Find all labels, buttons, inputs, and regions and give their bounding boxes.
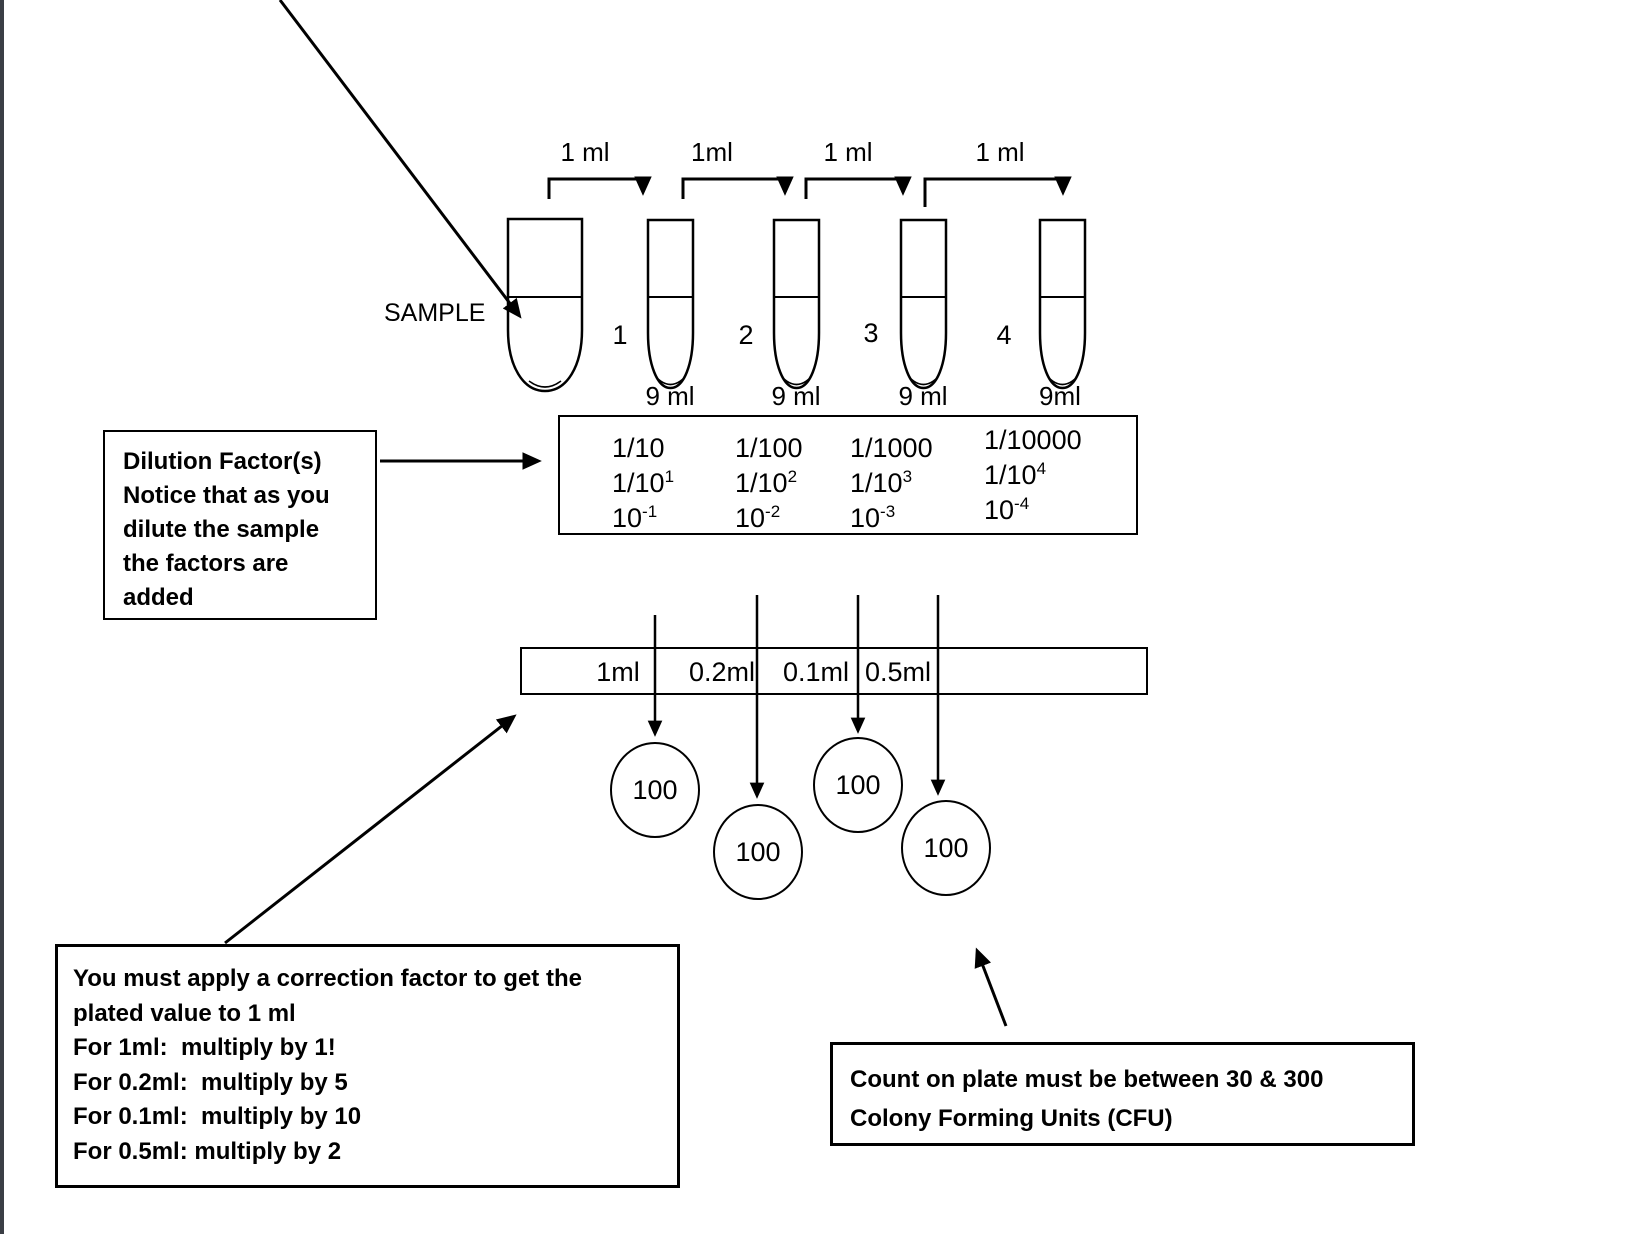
tube-4 [1038,218,1087,390]
transfer-arrow-3 [804,176,912,199]
plating-volume-3: 0.1ml [782,657,850,687]
correction-note-arrow [224,714,517,945]
plate-count: 100 [735,836,781,867]
dilution-power: 1/102 [735,467,798,498]
tube-volume-4: 9ml [1039,381,1081,411]
sample-label: SAMPLE [384,299,486,327]
transfer-arrow-1 [547,176,652,199]
tube-number-2: 2 [738,320,754,350]
dilution-fraction: 1/100 [735,433,803,463]
transfer-label-1: 1 ml [560,137,610,167]
transfer-label-4: 1 ml [975,137,1025,167]
plating-volume-box [520,647,1148,695]
dilution-scientific: 10-4 [984,494,1030,525]
dilution-note-box: Dilution Factor(s) Notice that as you di… [103,430,377,620]
dilution-fraction: 1/10 [612,433,665,463]
plate-3: 100 [813,737,903,833]
plating-volume-1: 1ml [596,657,640,687]
plate-1: 100 [610,742,700,838]
tube-3 [899,218,948,390]
plating-volume-2: 0.2ml [688,657,756,687]
page-edge-bar [0,0,4,1234]
dilution-fraction: 1/1000 [850,433,933,463]
dilution-scientific: 10-1 [612,502,658,533]
transfer-label-2: 1ml [691,137,733,167]
cfu-note-box: Count on plate must be between 30 & 300 … [830,1042,1415,1146]
tube-volume-2: 9 ml [771,381,821,411]
plate-4: 100 [901,800,991,896]
dilution-fraction: 1/10000 [984,425,1082,455]
tube-volume-3: 9 ml [898,381,948,411]
dilution-column-3: 1/1000 1/103 10-3 [850,431,933,536]
tube-number-3: 3 [863,318,879,348]
tube-volume-1: 9 ml [645,381,695,411]
transfer-label-3: 1 ml [823,137,873,167]
dilution-column-1: 1/10 1/101 10-1 [612,431,674,536]
sample-pointer-arrow [278,0,522,319]
dilution-scientific: 10-2 [735,502,781,533]
tube-number-1: 1 [612,320,628,350]
plate-count: 100 [835,769,881,800]
dilution-scientific: 10-3 [850,502,896,533]
cfu-note-text: Count on plate must be between 30 & 300 … [850,1066,1324,1132]
cfu-note-arrow [974,947,1008,1027]
dilution-column-4: 1/10000 1/104 10-4 [984,423,1082,528]
dilution-power: 1/101 [612,467,675,498]
transfer-arrow-4 [923,176,1072,207]
plate-count: 100 [923,832,969,863]
correction-note-box: You must apply a correction factor to ge… [55,944,680,1188]
sample-tube [506,217,584,393]
correction-note-text: You must apply a correction factor to ge… [73,965,582,1165]
dilution-note-text: Dilution Factor(s) Notice that as you di… [123,448,330,611]
transfer-arrow-2 [681,176,794,199]
dilution-power: 1/103 [850,467,913,498]
tube-2 [772,218,821,390]
tube-number-4: 4 [996,320,1012,350]
tube-1 [646,218,695,390]
plate-count: 100 [632,774,678,805]
plate-2: 100 [713,804,803,900]
dilution-factor-box: 1/10 1/101 10-1 1/100 1/102 10-2 1/1000 … [558,415,1138,535]
dilution-power: 1/104 [984,459,1047,490]
dilution-column-2: 1/100 1/102 10-2 [735,431,803,536]
plating-volume-4: 0.5ml [864,657,932,687]
